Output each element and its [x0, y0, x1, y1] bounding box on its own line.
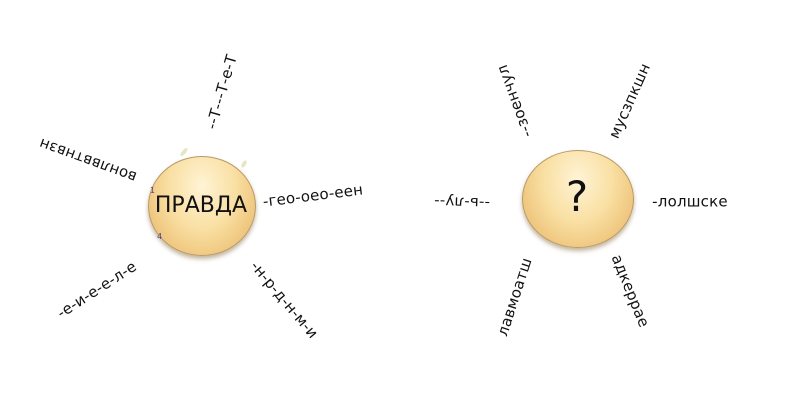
right-center-symbol: ?	[565, 172, 589, 221]
left-ray-lower-left: -е-и-е-е-л-е	[53, 257, 140, 322]
sun-sprout-decoration	[240, 159, 248, 169]
sun-sprout-decoration	[179, 146, 189, 158]
left-center-word: ПРАВДА	[154, 193, 248, 218]
left-ray-top: --Т---Т-е-Т	[202, 52, 241, 132]
left-ray-lower-right: -н-р-д-н-м-и	[246, 257, 322, 343]
right-ray-lower-right: адкеррае	[607, 251, 654, 330]
right-sun-circle	[522, 150, 634, 248]
small-mark: 1	[150, 186, 156, 195]
right-ray-upper-left: --зоенчул	[493, 62, 537, 141]
right-ray-left: --ь-лу--	[433, 192, 491, 213]
left-ray-upper-left: вонлввтнвзн	[36, 134, 140, 187]
right-ray-right: -лолшске	[652, 192, 728, 211]
left-sun-circle	[148, 156, 256, 256]
small-mark: 4	[157, 232, 163, 241]
left-ray-right: -гео-оео-еен	[261, 180, 365, 211]
right-ray-lower-left: лавмоатш	[493, 255, 536, 339]
right-ray-upper-right: мусзпкшн	[604, 60, 655, 142]
